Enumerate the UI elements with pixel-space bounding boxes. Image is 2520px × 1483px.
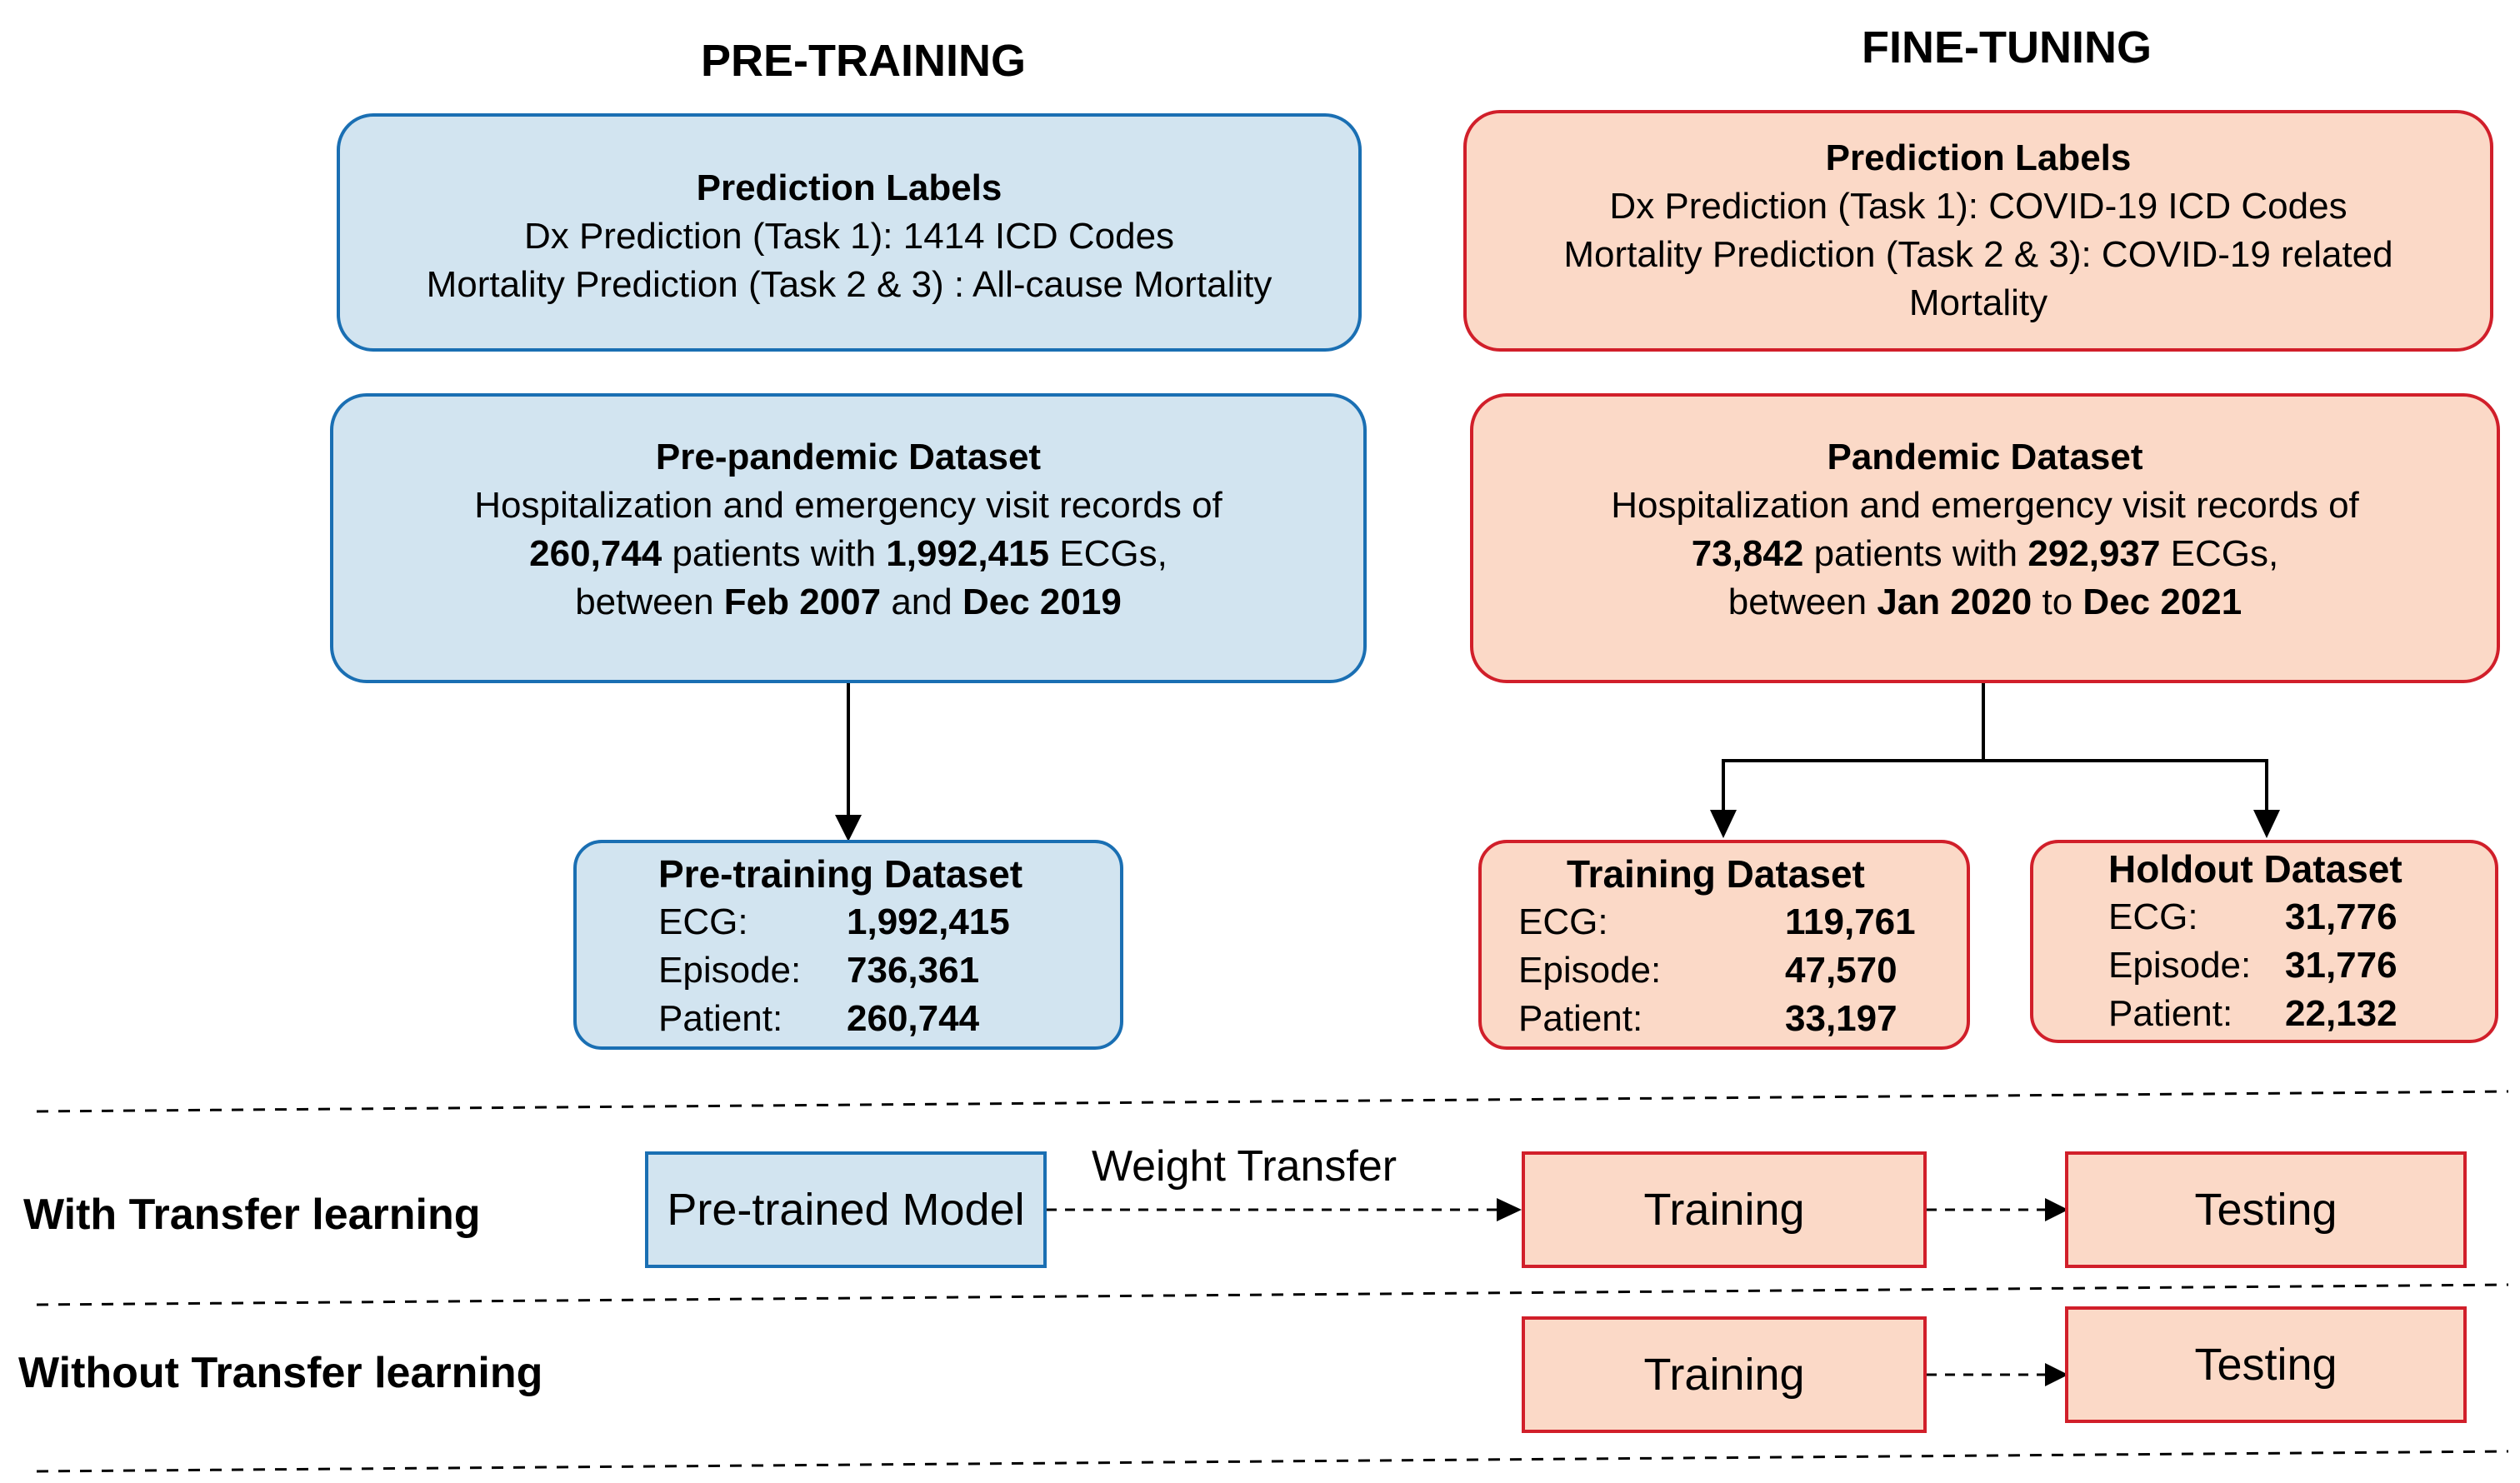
prepandemic-title: Pre-pandemic Dataset xyxy=(655,437,1042,477)
training-episode-label: Episode: xyxy=(1518,950,1662,991)
pandemic-title: Pandemic Dataset xyxy=(1827,437,2143,477)
prepandemic-to: Dec 2019 xyxy=(962,582,1122,622)
pretraining-ecg-label: ECG: xyxy=(658,901,748,942)
holdout-ecg-value: 31,776 xyxy=(2285,896,2398,937)
arrowhead-weight-transfer xyxy=(1497,1198,1522,1221)
training-patient-label: Patient: xyxy=(1518,998,1643,1039)
arrowhead-training xyxy=(1710,810,1737,838)
holdout-dataset-title: Holdout Dataset xyxy=(2108,847,2402,891)
without-testing-box: Testing xyxy=(2065,1306,2467,1423)
pretrained-model-box: Pre-trained Model xyxy=(645,1151,1047,1268)
training-patient-value: 33,197 xyxy=(1785,998,1898,1039)
pandemic-end: ECGs, xyxy=(2160,533,2279,574)
training-dataset-title: Training Dataset xyxy=(1567,852,1865,896)
weight-transfer-label: Weight Transfer xyxy=(1092,1142,1398,1191)
arrowhead-holdout xyxy=(2253,810,2280,838)
pandemic-desc: Hospitalization and emergency visit reco… xyxy=(1611,485,2359,526)
prepandemic-ecgs: 1,992,415 xyxy=(886,533,1050,574)
pandemic-period: between Jan 2020 to Dec 2021 xyxy=(1728,578,2242,627)
prepandemic-from: Feb 2007 xyxy=(723,582,882,622)
holdout-patient-value: 22,132 xyxy=(2285,993,2398,1034)
finetuning-header: FINE-TUNING xyxy=(1862,22,2152,72)
finetune-prediction-labels-box: Prediction Labels Dx Prediction (Task 1)… xyxy=(1463,110,2493,352)
finetune-labels-dx: Dx Prediction (Task 1): COVID-19 ICD Cod… xyxy=(1609,186,2348,227)
pretraining-patient-value: 260,744 xyxy=(847,998,980,1039)
separator-3 xyxy=(36,1450,2509,1473)
prepandemic-counts: 260,744 patients with 1,992,415 ECGs, xyxy=(529,530,1168,578)
holdout-ecg-label: ECG: xyxy=(2108,896,2198,937)
pretrain-labels-title: Prediction Labels xyxy=(696,167,1002,208)
with-training-box: Training xyxy=(1522,1151,1927,1268)
holdout-dataset-content: Holdout Dataset ECG: 31,776 Episode: 31,… xyxy=(2108,845,2475,1038)
prepandemic-between: between xyxy=(575,582,724,622)
finetune-labels-mortality-cont: Mortality xyxy=(1908,282,2048,323)
holdout-patient-label: Patient: xyxy=(2108,993,2233,1034)
pretraining-header: PRE-TRAINING xyxy=(701,36,1026,86)
holdout-episode-label: Episode: xyxy=(2108,945,2252,986)
prepandemic-mid: patients with xyxy=(662,533,887,574)
holdout-ecg-row: ECG: 31,776 xyxy=(2108,893,2475,941)
pretraining-episode-value: 736,361 xyxy=(847,950,980,991)
pretraining-episode-row: Episode: 736,361 xyxy=(658,946,1092,995)
pretrain-prediction-labels-box: Prediction Labels Dx Prediction (Task 1)… xyxy=(337,113,1362,352)
training-episode-row: Episode: 47,570 xyxy=(1518,946,1952,995)
pandemic-between: between xyxy=(1728,582,1878,622)
pretraining-patient-row: Patient: 260,744 xyxy=(658,995,1092,1043)
arrowhead-with-testing xyxy=(2045,1198,2068,1221)
pretraining-dataset-box xyxy=(573,840,1123,1050)
pretraining-dataset-title: Pre-training Dataset xyxy=(658,852,1023,896)
holdout-patient-row: Patient: 22,132 xyxy=(2108,990,2475,1038)
pretraining-patient-label: Patient: xyxy=(658,998,783,1039)
pretraining-episode-label: Episode: xyxy=(658,950,802,991)
finetune-labels-title: Prediction Labels xyxy=(1825,137,2132,178)
pandemic-and: to xyxy=(2032,582,2083,622)
training-ecg-label: ECG: xyxy=(1518,901,1608,942)
arrow-pandemic-split xyxy=(1722,683,1985,829)
pretrain-labels-dx: Dx Prediction (Task 1): 1414 ICD Codes xyxy=(523,216,1175,257)
training-patient-row: Patient: 33,197 xyxy=(1518,995,1952,1043)
pandemic-from: Jan 2020 xyxy=(1877,582,2032,622)
pandemic-counts: 73,842 patients with 292,937 ECGs, xyxy=(1692,530,2278,578)
prepandemic-and: and xyxy=(881,582,962,622)
pandemic-to: Dec 2021 xyxy=(2082,582,2242,622)
pandemic-patients: 73,842 xyxy=(1691,533,1804,574)
prepandemic-period: between Feb 2007 and Dec 2019 xyxy=(575,578,1122,627)
training-episode-value: 47,570 xyxy=(1785,950,1898,991)
without-training-box: Training xyxy=(1522,1316,1927,1433)
holdout-episode-row: Episode: 31,776 xyxy=(2108,941,2475,990)
prepandemic-desc: Hospitalization and emergency visit reco… xyxy=(474,485,1222,526)
pandemic-mid: patients with xyxy=(1803,533,2028,574)
pretraining-ecg-row: ECG: 1,992,415 xyxy=(658,898,1092,946)
training-dataset-content: Training Dataset ECG: 119,761 Episode: 4… xyxy=(1518,850,1952,1043)
arrow-pandemic-to-holdout xyxy=(1983,759,2268,829)
separator-1 xyxy=(36,1090,2509,1113)
training-dataset-box xyxy=(1478,840,1970,1050)
with-transfer-learning-label: With Transfer learning xyxy=(23,1191,481,1239)
prepandemic-dataset-box: Pre-pandemic Dataset Hospitalization and… xyxy=(330,393,1367,683)
holdout-dataset-box xyxy=(2030,840,2498,1043)
holdout-episode-value: 31,776 xyxy=(2285,945,2398,986)
prepandemic-end: ECGs, xyxy=(1049,533,1168,574)
pandemic-ecgs: 292,937 xyxy=(2028,533,2161,574)
finetune-labels-mortality: Mortality Prediction (Task 2 & 3): COVID… xyxy=(1563,234,2393,275)
with-testing-box: Testing xyxy=(2065,1151,2467,1268)
pretraining-dataset-content: Pre-training Dataset ECG: 1,992,415 Epis… xyxy=(658,850,1092,1043)
arrowhead-pretraining xyxy=(835,815,862,841)
without-transfer-learning-label: Without Transfer learning xyxy=(18,1349,543,1397)
training-ecg-value: 119,761 xyxy=(1785,901,1916,942)
pretraining-ecg-value: 1,992,415 xyxy=(847,901,1010,942)
training-ecg-row: ECG: 119,761 xyxy=(1518,898,1952,946)
pretrain-labels-mortality: Mortality Prediction (Task 2 & 3) : All-… xyxy=(426,264,1272,305)
prepandemic-patients: 260,744 xyxy=(529,533,662,574)
separator-2 xyxy=(36,1283,2509,1306)
arrowhead-without-testing xyxy=(2045,1363,2068,1386)
pandemic-dataset-box: Pandemic Dataset Hospitalization and eme… xyxy=(1470,393,2500,683)
